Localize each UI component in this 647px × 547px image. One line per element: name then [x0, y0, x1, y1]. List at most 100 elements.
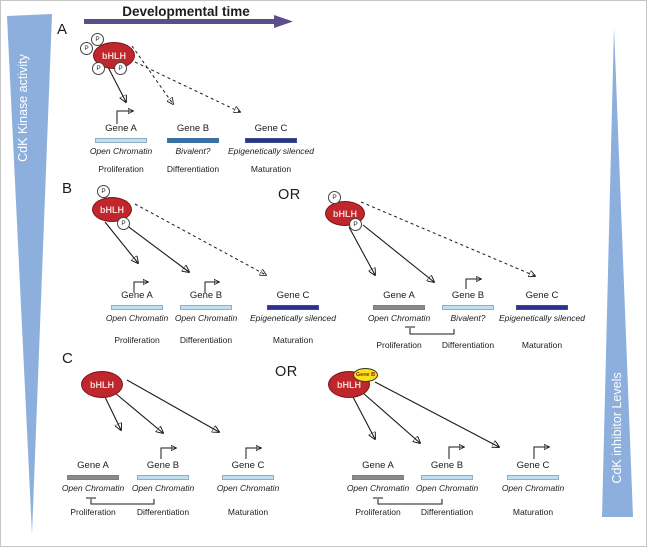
phase-label: Differentiation: [179, 335, 233, 345]
chromatin-state-label: Open Chromatin: [61, 483, 125, 493]
gene-group: Gene B Bivalent? Differentiation: [418, 290, 518, 351]
gene-group: Gene B Open Chromatin Differentiation: [156, 290, 256, 346]
chromatin-state-label: Open Chromatin: [415, 483, 479, 493]
chromatin-bar: [442, 305, 494, 310]
chromatin-bar: [516, 305, 568, 310]
phospho-icon: P: [114, 62, 127, 75]
chromatin-bar: [137, 475, 189, 480]
chromatin-bar: [95, 138, 147, 143]
activation-arrow: [114, 392, 163, 433]
phase-label: Differentiation: [441, 340, 495, 350]
phospho-icon: P: [349, 218, 362, 231]
gene-group: Gene C Epigenetically silenced Maturatio…: [243, 290, 343, 346]
chromatin-state-label: Epigenetically silenced: [228, 146, 314, 156]
gene-group: Gene C Open Chromatin Maturation: [198, 460, 298, 518]
phospho-icon: P: [117, 217, 130, 230]
gene-label: Gene A: [383, 290, 415, 301]
chromatin-state-label: Open Chromatin: [346, 483, 410, 493]
gene-label: Gene B: [176, 123, 210, 134]
chromatin-state-label: Bivalent?: [175, 146, 211, 156]
gene-label: Gene B: [146, 460, 180, 471]
bhlh-label: bHLH: [100, 204, 124, 215]
chromatin-bar: [421, 475, 473, 480]
phase-label: Maturation: [521, 340, 563, 350]
chromatin-bar: [167, 138, 219, 143]
phase-label: Maturation: [272, 335, 314, 345]
gene-label: Gene A: [362, 460, 394, 471]
promoter-arrow: [465, 279, 481, 289]
gene-group: Gene A Open Chromatin Proliferation: [43, 460, 143, 518]
phospho-icon: P: [97, 185, 110, 198]
phospho-icon: P: [80, 42, 93, 55]
activation-arrow: [374, 381, 499, 447]
activation-arrow: [348, 226, 375, 275]
promoter-arrow: [533, 447, 549, 459]
gene-group: Gene B Open Chromatin Differentiation: [113, 460, 213, 518]
gene-b-cargo-icon: Gene B: [353, 368, 378, 382]
chromatin-state-label: Open Chromatin: [105, 313, 169, 323]
chromatin-state-label: Open Chromatin: [367, 313, 431, 323]
chromatin-bar: [507, 475, 559, 480]
panel-c-letter: C: [62, 350, 73, 367]
gene-label: Gene C: [516, 460, 550, 471]
gene-group: Gene C Epigenetically silenced Maturatio…: [492, 290, 592, 351]
inhibitor-levels-label: CdK inhibitor Levels: [610, 372, 624, 483]
activation-arrow: [362, 392, 420, 443]
panel-b-letter: B: [62, 180, 73, 197]
bhlh-label: bHLH: [333, 208, 357, 219]
activation-arrow: [104, 396, 121, 430]
gene-label: Gene C: [231, 460, 265, 471]
gene-label: Gene B: [430, 460, 464, 471]
chromatin-state-label: Bivalent?: [450, 313, 486, 323]
chromatin-state-label: Open Chromatin: [216, 483, 280, 493]
gene-label: Gene C: [525, 290, 559, 301]
or-label-panel-b: OR: [278, 187, 301, 203]
gene-group: Gene A Open Chromatin Proliferation: [328, 460, 428, 518]
gene-group: Gene C Epigenetically silenced Maturatio…: [221, 123, 321, 175]
timeline-title: Developmental time: [122, 4, 250, 19]
gene-group: Gene A Open Chromatin Proliferation: [87, 290, 187, 346]
bhlh-label: bHLH: [102, 50, 126, 61]
chromatin-bar: [111, 305, 163, 310]
promoter-arrow: [245, 448, 261, 459]
gene-group: Gene B Open Chromatin Differentiation: [397, 460, 497, 518]
chromatin-state-label: Open Chromatin: [89, 146, 153, 156]
activation-arrow: [352, 396, 375, 439]
chromatin-bar: [245, 138, 297, 143]
bhlh-factor: bHLH: [81, 371, 123, 398]
promoter-arrow: [160, 448, 176, 459]
weak-activation-arrow: [131, 45, 173, 104]
chromatin-state-label: Open Chromatin: [174, 313, 238, 323]
activation-arrow: [126, 379, 219, 432]
bhlh-label: bHLH: [337, 379, 361, 390]
chromatin-bar: [352, 475, 404, 480]
gene-label: Gene A: [77, 460, 109, 471]
phase-label: Proliferation: [70, 507, 116, 517]
bhlh-label: bHLH: [90, 379, 114, 390]
gene-label: Gene B: [451, 290, 485, 301]
phase-label: Proliferation: [114, 335, 160, 345]
phase-label: Maturation: [250, 164, 292, 174]
wedge-shape: [602, 27, 633, 517]
activation-arrow: [362, 224, 434, 282]
gene-group: Gene C Open Chromatin Maturation: [483, 460, 583, 518]
gene-label: Gene A: [121, 290, 153, 301]
chromatin-bar: [67, 475, 119, 480]
phase-label: Differentiation: [136, 507, 190, 517]
chromatin-bar: [373, 305, 425, 310]
phase-label: Proliferation: [355, 507, 401, 517]
weak-activation-arrow: [134, 203, 266, 275]
wedge-shape: [7, 14, 52, 534]
gene-group: Gene B Bivalent? Differentiation: [143, 123, 243, 175]
chromatin-state-label: Open Chromatin: [131, 483, 195, 493]
phospho-icon: P: [328, 191, 341, 204]
panel-a-letter: A: [57, 21, 68, 38]
gene-label: Gene C: [276, 290, 310, 301]
chromatin-bar: [222, 475, 274, 480]
or-label-panel-c: OR: [275, 364, 298, 380]
phase-label: Maturation: [227, 507, 269, 517]
weak-activation-arrow: [134, 61, 240, 112]
phase-label: Differentiation: [420, 507, 474, 517]
chromatin-bar: [180, 305, 232, 310]
